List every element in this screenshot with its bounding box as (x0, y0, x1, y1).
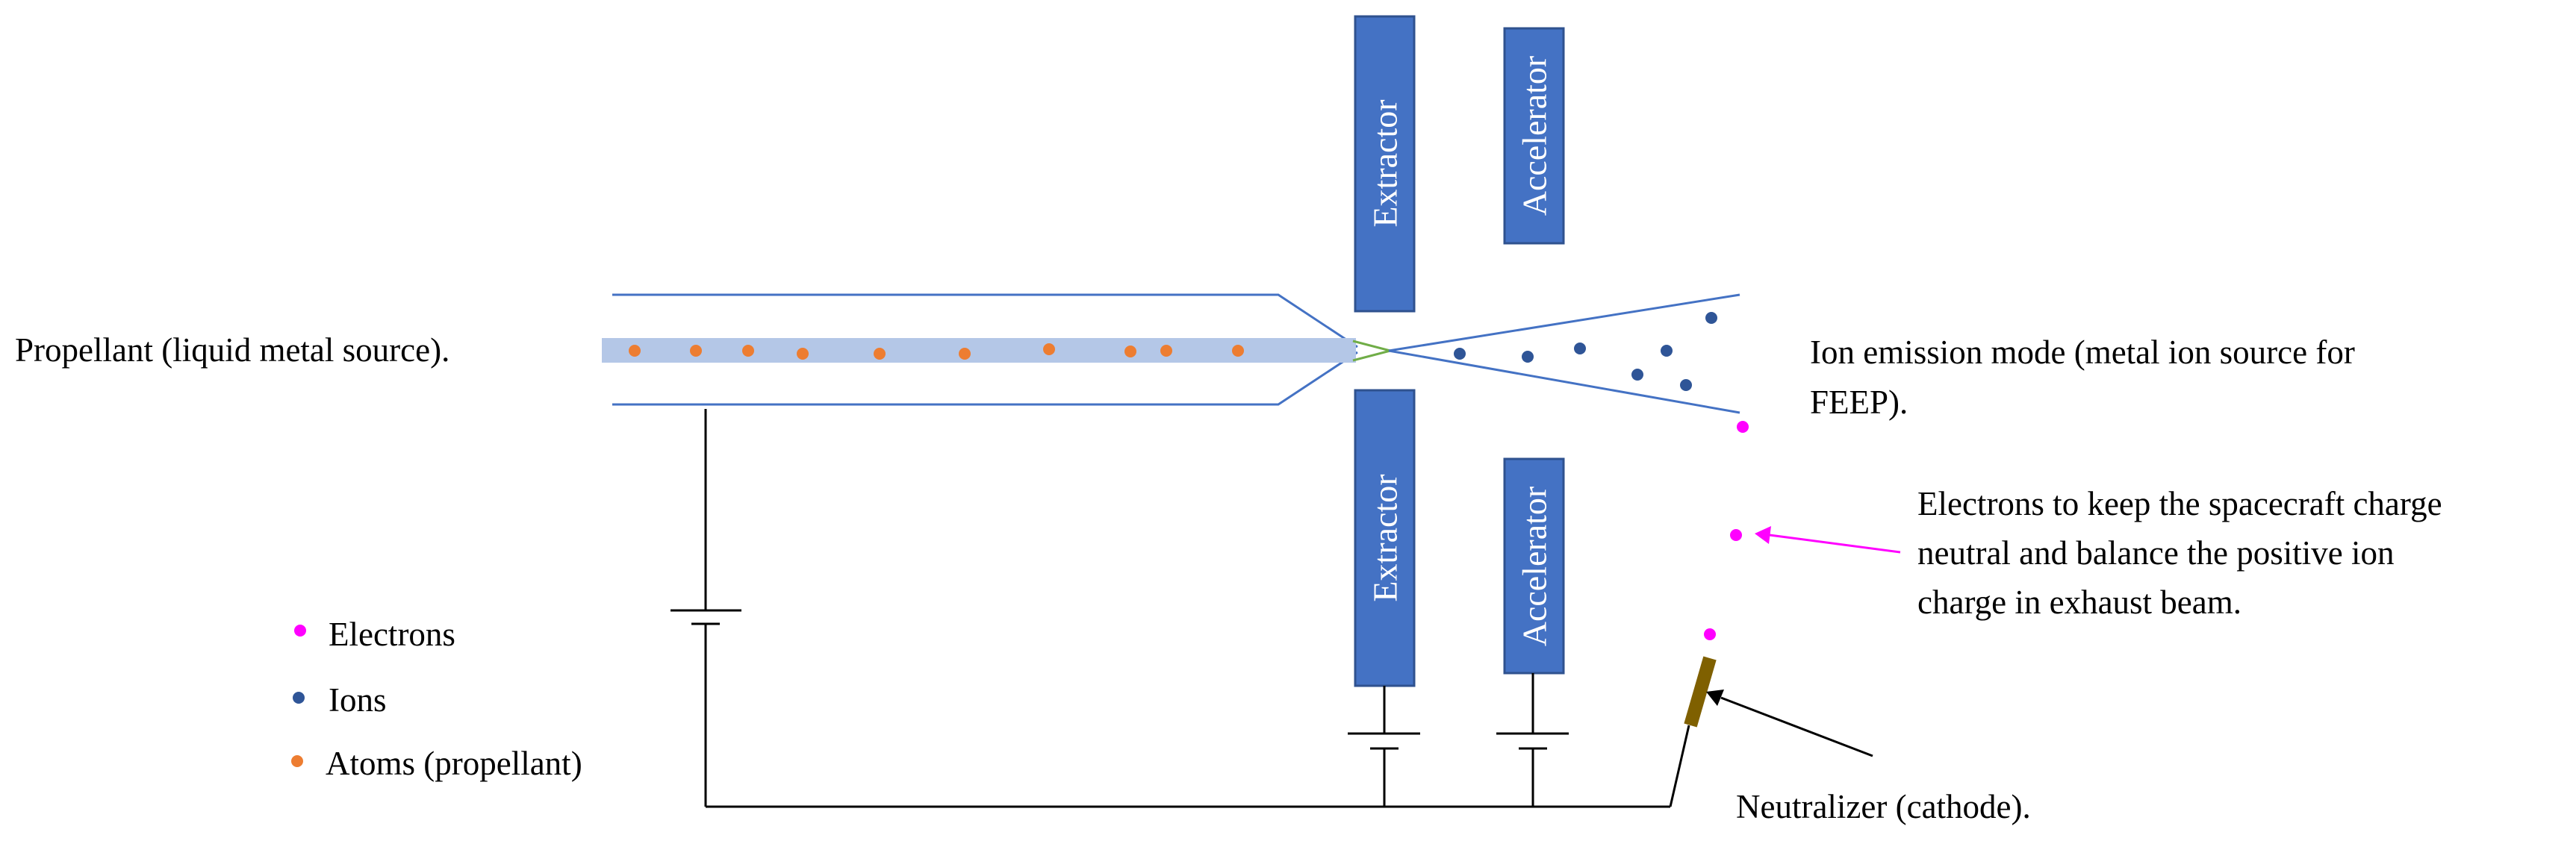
legend-atom-marker (291, 755, 303, 767)
legend-atoms-label: Atoms (propellant) (326, 745, 582, 782)
electrode-accelerator-top: Accelerator (1503, 27, 1565, 245)
electron (1730, 529, 1742, 541)
atom (1232, 345, 1244, 357)
legend-electrons-label: Electrons (329, 616, 455, 653)
emitter-tip (1352, 340, 1395, 362)
electrode-accelerator-bottom: Accelerator (1503, 457, 1565, 675)
electron-arrow-shaft (1769, 534, 1901, 554)
legend-electron-marker (294, 625, 306, 637)
extractor-top-label: Extractor (1366, 99, 1404, 227)
circuit (671, 409, 1690, 808)
ion-emission-label-line2: FEEP). (1810, 384, 1908, 421)
atom (1160, 345, 1172, 357)
cone-lower-edge (1388, 349, 1740, 414)
atom (1124, 346, 1136, 357)
atom (959, 348, 971, 360)
cone-upper-edge (1388, 293, 1740, 352)
electrons-note-line3: charge in exhaust beam. (1917, 584, 2241, 621)
ion (1631, 369, 1643, 381)
legend-ion-marker (293, 692, 305, 704)
electron (1737, 421, 1749, 433)
neutralizer-cathode (1684, 656, 1717, 728)
neutralizer-wire (1669, 725, 1690, 807)
electrons-note-line2: neutral and balance the positive ion (1917, 534, 2395, 572)
neutralizer-label: Neutralizer (cathode). (1736, 788, 2031, 825)
atom (797, 348, 809, 360)
neutralizer-note-arrow (1706, 690, 1873, 757)
electrons-note-line1: Electrons to keep the spacecraft charge (1917, 485, 2442, 522)
accelerator-bottom-label: Accelerator (1516, 487, 1554, 647)
nozzle-upper-wall (612, 293, 1358, 348)
ion (1454, 348, 1466, 360)
electrons (1704, 421, 1749, 640)
ions-in-beam (1454, 312, 1717, 391)
nozzle (602, 293, 1395, 406)
neutralizer-arrow-head (1706, 690, 1724, 706)
ion (1661, 345, 1673, 357)
nozzle-lower-wall (612, 351, 1358, 406)
atom (629, 345, 641, 357)
ion (1574, 343, 1586, 354)
electron (1704, 628, 1716, 640)
propellant-channel (602, 338, 1356, 363)
emission-cone (1388, 293, 1740, 414)
accelerator-top-label: Accelerator (1516, 56, 1554, 216)
extractor-bottom-label: Extractor (1366, 474, 1404, 601)
atom (742, 345, 754, 357)
electrode-extractor-bottom: Extractor (1354, 389, 1416, 687)
electron-arrow-head (1755, 526, 1771, 544)
electron-note-arrow (1755, 526, 1901, 554)
propellant-label: Propellant (liquid metal source). (15, 331, 449, 369)
extractor-top-plate (1354, 15, 1416, 313)
atoms-in-channel (629, 343, 1244, 360)
accelerator-bottom-plate (1503, 457, 1565, 675)
neutralizer-arrow-shaft (1720, 696, 1873, 757)
extractor-bottom-plate (1354, 389, 1416, 687)
ion (1680, 379, 1692, 391)
ion (1705, 312, 1717, 324)
accelerator-top-plate (1503, 27, 1565, 245)
electrode-extractor-top: Extractor (1354, 15, 1416, 313)
atom (874, 348, 886, 360)
legend: Electrons Ions Atoms (propellant) (291, 616, 582, 782)
legend-ions-label: Ions (329, 681, 387, 719)
atom (690, 345, 702, 357)
atom (1043, 343, 1055, 355)
ion-emission-label-line1: Ion emission mode (metal ion source for (1810, 334, 2355, 371)
ion (1522, 351, 1534, 363)
